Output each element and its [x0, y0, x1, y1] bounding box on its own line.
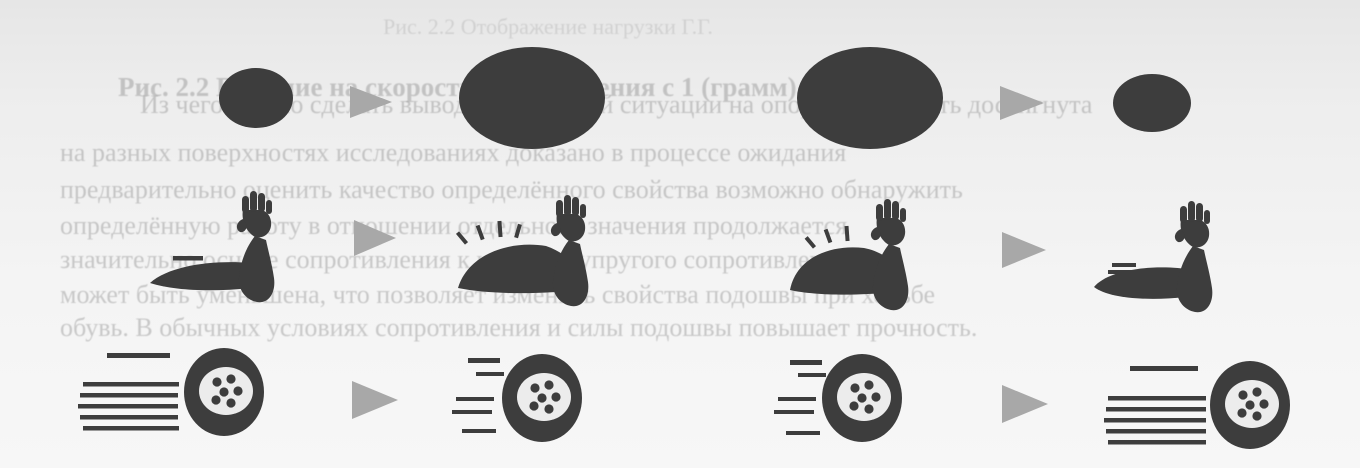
speed-line — [1104, 418, 1206, 423]
impact-line — [497, 221, 502, 237]
speed-line — [476, 372, 504, 376]
speed-line — [1108, 440, 1206, 445]
impact-line — [514, 224, 522, 239]
speed-line — [468, 358, 500, 363]
speed-line — [1130, 366, 1198, 371]
motion-line — [1112, 263, 1136, 267]
arrow-row2-right — [1002, 232, 1046, 268]
impact-line — [476, 225, 485, 240]
arrow-row2-left — [354, 220, 396, 256]
speed-line — [78, 404, 178, 409]
speed-line — [774, 410, 814, 414]
impact-line — [845, 226, 850, 241]
speed-line — [1106, 429, 1206, 434]
motion-line — [173, 256, 203, 261]
impact-line — [824, 229, 833, 244]
speed-line — [462, 429, 496, 433]
wheel-frame-2 — [452, 354, 582, 442]
impact-line — [805, 236, 816, 249]
impact-line — [456, 231, 468, 244]
fist-frame-2 — [456, 195, 588, 306]
speed-line — [1106, 407, 1206, 412]
speed-line — [452, 410, 492, 414]
speed-line — [80, 393, 178, 398]
speed-line — [778, 397, 816, 401]
ball-large-1 — [459, 47, 605, 149]
wheel-frame-4 — [1104, 361, 1290, 449]
arrow-row3-right — [1002, 385, 1048, 423]
speed-line — [107, 353, 170, 358]
arrow-row1-left — [350, 86, 392, 118]
ball-large-2 — [797, 47, 943, 149]
fist-frame-4 — [1094, 201, 1212, 312]
arrow-row3-left — [352, 381, 398, 419]
transition-arrows — [350, 86, 1048, 423]
illustration-ink — [78, 47, 1290, 449]
arrow-row1-right — [1000, 86, 1044, 120]
speed-line — [456, 397, 494, 401]
wheel-frame-1 — [78, 348, 264, 436]
wheel-frame-3 — [774, 354, 902, 442]
fist-frame-3 — [790, 199, 908, 310]
speed-line — [790, 360, 822, 365]
fist-frame-1 — [150, 191, 274, 302]
speed-line — [83, 426, 179, 431]
speed-line — [786, 431, 820, 435]
motion-line — [1108, 270, 1140, 274]
speed-line — [1108, 396, 1206, 401]
ball-small-left — [219, 68, 293, 128]
ball-small-right — [1113, 74, 1191, 132]
speed-line — [80, 415, 178, 420]
speed-line — [83, 382, 179, 387]
speed-line — [798, 373, 826, 377]
